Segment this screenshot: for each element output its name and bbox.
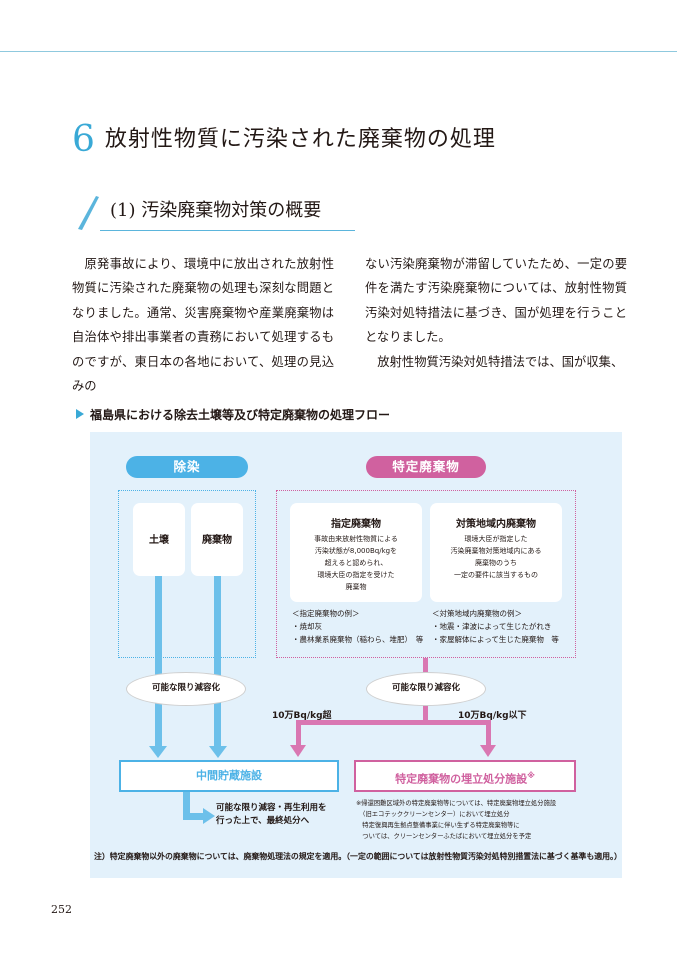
arrow-down-icon [290,745,306,757]
umetate-note: ※帰還困難区域外の特定廃棄物等については、特定廃棄物埋立処分施設 （旧エコテック… [356,798,556,842]
umetate-mark: ※ [527,771,535,780]
reduce-ellipse-josen: 可能な限り減容化 [126,672,246,706]
shitei-line: 廃棄物 [345,583,367,591]
slash-icon [78,196,99,230]
dojo-card: 土壌 [133,503,185,576]
over-label: 10万Bq/kg超 [272,711,332,721]
over-flow-line [296,720,301,746]
taisaku-examples: ＜対策地域内廃棄物の例＞ ・地震・津波によって生じたがれき ・家屋解体によって生… [432,607,559,646]
taisaku-card: 対策地域内廃棄物 環境大臣が指定した 汚染廃棄物対策地域内にある 廃棄物のうち … [430,503,562,602]
flow-panel: 除染 特定廃棄物 土壌 廃棄物 指定廃棄物 事故由来放射性物質による 汚染状態が… [90,432,622,878]
chukan-facility: 中間貯蔵施設 [119,760,339,792]
final-flow-line-h [183,813,205,820]
shitei-line: 超えると認められ、 [324,559,388,567]
final-line: 可能な限り減容・再生利用を [216,803,327,813]
note-line: ついては、クリーンセンターふたばにおいて埋立処分を予定 [356,833,532,840]
haikibutsu-label: 廃棄物 [202,535,232,546]
figure-title: 福島県における除去土壌等及び特定廃棄物の処理フロー [76,404,390,424]
triangle-icon [76,409,84,419]
body-paragraph: 原発事故により、環境中に放出された放射性物質に汚染された廃棄物の処理も深刻な問題… [72,257,334,394]
body-right-column: ない汚染廃棄物が滞留していたため、一定の要件を満たす汚染廃棄物については、放射性… [365,252,627,374]
chapter-heading: 6 放射性物質に汚染された廃棄物の処理 [72,120,496,160]
arrow-right-icon [203,808,215,824]
haikibutsu-flow-line [214,576,221,748]
section-underline [100,230,355,231]
shitei-card: 指定廃棄物 事故由来放射性物質による 汚染状態が8,000Bq/kgを 超えると… [290,503,422,602]
arrow-down-icon [480,745,496,757]
under-label: 10万Bq/kg以下 [458,711,527,721]
shitei-line: 事故由来放射性物質による [314,535,398,543]
umetate-label: 特定廃棄物の埋立処分施設 [395,772,528,786]
example-line: ＜指定廃棄物の例＞ [292,609,360,618]
taisaku-line: 環境大臣が指定した [464,535,528,543]
body-left-column: 原発事故により、環境中に放出された放射性物質に汚染された廃棄物の処理も深刻な問題… [72,252,334,398]
chapter-title: 放射性物質に汚染された廃棄物の処理 [104,127,496,152]
example-line: ＜対策地域内廃棄物の例＞ [432,609,522,618]
arrow-down-icon [209,746,227,758]
tokutei-pill: 特定廃棄物 [366,456,486,478]
tokutei-branch-line [296,720,491,725]
taisaku-line: 廃棄物のうち [475,559,517,567]
taisaku-line: 一定の要件に該当するもの [454,571,538,579]
page-number: 252 [51,903,72,916]
haikibutsu-card: 廃棄物 [191,503,243,576]
chukan-label: 中間貯蔵施設 [196,769,262,782]
note-line: 特定復興再生拠点整備事業に伴い生ずる特定廃棄物等に [356,822,520,829]
final-flow-line [183,792,190,820]
reduce-ellipse-tokutei: 可能な限り減容化 [366,672,486,706]
note-line: （旧エコテッククリーンセンター）において埋立処分 [356,811,510,818]
figure-footnote: 注）特定廃棄物以外の廃棄物については、廃棄物処理法の規定を適用。（一定の範囲につ… [94,852,622,861]
arrow-down-icon [149,746,167,758]
header-rule [0,51,677,52]
example-line: ・焼却灰 [292,622,322,631]
chapter-number: 6 [72,119,95,160]
shitei-line: 汚染状態が8,000Bq/kgを [314,547,398,555]
example-line: ・農林業系廃棄物（稲わら、堆肥） 等 [292,635,424,644]
section-heading: (1) 汚染廃棄物対策の概要 [72,193,355,231]
body-paragraph: 放射性物質汚染対処特措法では、国が収集、 [365,354,624,369]
shitei-examples: ＜指定廃棄物の例＞ ・焼却灰 ・農林業系廃棄物（稲わら、堆肥） 等 [292,607,423,646]
dojo-label: 土壌 [149,535,169,546]
body-paragraph: ない汚染廃棄物が滞留していたため、一定の要件を満たす汚染廃棄物については、放射性… [365,257,627,345]
note-line: ※帰還困難区域外の特定廃棄物等については、特定廃棄物埋立処分施設 [356,800,557,807]
umetate-facility: 特定廃棄物の埋立処分施設※ [354,760,576,792]
josen-group [118,490,256,658]
shitei-title: 指定廃棄物 [331,519,381,530]
final-line: 行った上で、最終処分へ [216,816,310,826]
taisaku-title: 対策地域内廃棄物 [456,519,536,530]
section-title: (1) 汚染廃棄物対策の概要 [110,200,322,221]
example-line: ・地震・津波によって生じたがれき [432,622,552,631]
taisaku-line: 汚染廃棄物対策地域内にある [450,547,542,555]
under-flow-line [486,720,491,746]
josen-pill: 除染 [126,456,248,478]
tokutei-group [276,490,576,658]
final-disposal-text: 可能な限り減容・再生利用を 行った上で、最終処分へ [216,802,327,828]
dojo-flow-line [155,576,162,748]
shitei-line: 環境大臣の指定を受けた [317,571,395,579]
example-line: ・家屋解体によって生じた廃棄物 等 [432,635,559,644]
figure-title-text: 福島県における除去土壌等及び特定廃棄物の処理フロー [90,407,391,422]
